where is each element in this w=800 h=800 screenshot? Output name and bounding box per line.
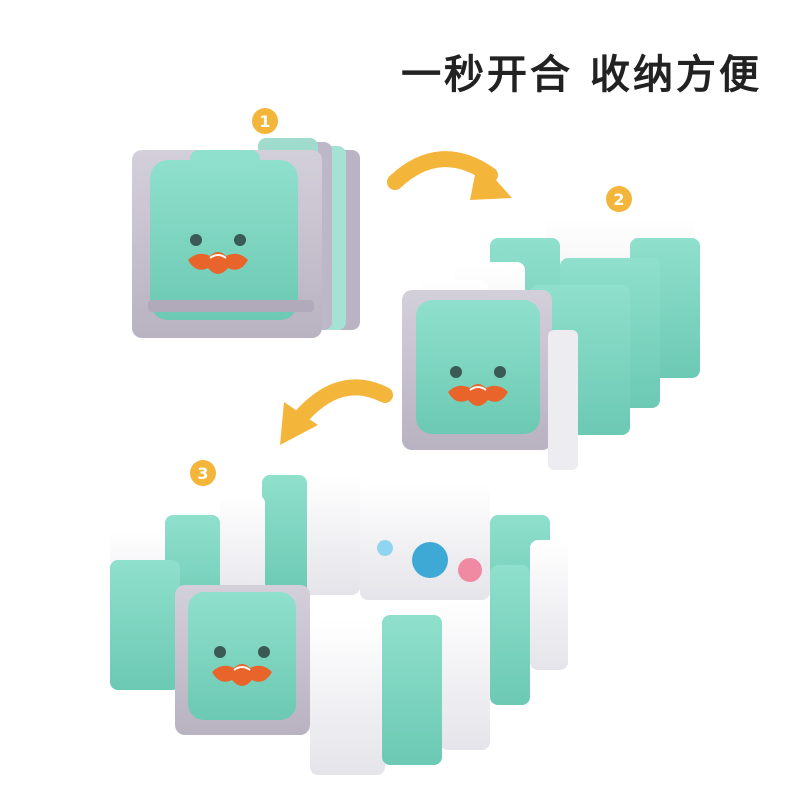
step-badge-3: 3 [190, 460, 216, 486]
folded-playpen-stack [132, 138, 360, 338]
headline: 一秒开合 收纳方便 [401, 52, 762, 98]
arrow-left-icon [280, 379, 393, 445]
arrow-right-icon [387, 151, 512, 200]
open-playpen [110, 475, 568, 775]
unfolding-playpen [402, 218, 700, 470]
step-badge-2: 2 [606, 186, 632, 212]
step-badge-1: 1 [252, 108, 278, 134]
